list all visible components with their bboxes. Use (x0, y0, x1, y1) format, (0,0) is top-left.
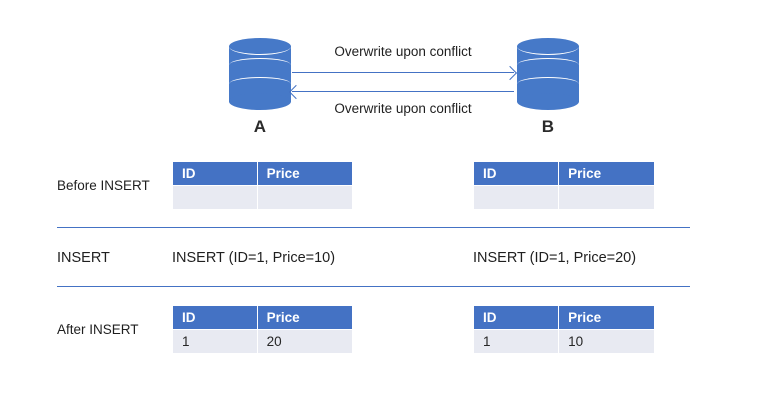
database-node-b-label: B (541, 117, 555, 136)
row-label-after-insert: After INSERT (57, 322, 139, 337)
column-header-price: Price (256, 305, 354, 330)
cylinder-band-two (229, 77, 291, 91)
row-label-before-insert: Before INSERT (57, 178, 150, 193)
table-row (172, 185, 354, 210)
insert-statement-b: INSERT (ID=1, Price=20) (473, 250, 637, 266)
arrow-head-left-icon (288, 84, 304, 100)
cylinder-band-two (517, 77, 579, 91)
cylinder-bottom-ellipse (517, 93, 579, 110)
table-header-row: ID Price (472, 305, 655, 330)
arrow-label-a-to-b: Overwrite upon conflict (334, 44, 472, 59)
row-label-insert: INSERT (57, 250, 110, 266)
column-header-id: ID (472, 161, 560, 186)
cell-id: 1 (472, 329, 560, 354)
table-before-insert-b: ID Price (472, 161, 655, 210)
cylinder-top-ellipse (229, 38, 291, 55)
table-row (472, 185, 655, 210)
column-header-id: ID (172, 305, 258, 330)
table-before-insert-a: ID Price (172, 161, 354, 210)
cylinder-bottom-ellipse (229, 93, 291, 110)
arrow-line-b-to-a (292, 91, 514, 92)
cylinder-top-ellipse (517, 38, 579, 55)
column-header-price: Price (256, 161, 354, 186)
cell-id: 1 (172, 329, 258, 354)
column-header-price: Price (558, 305, 655, 330)
insert-statement-a: INSERT (ID=1, Price=10) (172, 250, 336, 266)
cylinder-body (517, 46, 579, 102)
cell-price: 20 (256, 329, 354, 354)
table-row: 1 20 (172, 329, 354, 354)
replication-arrows: Overwrite upon conflict Overwrite upon c… (288, 44, 518, 116)
arrow-line-a-to-b (292, 72, 514, 73)
table-row: 1 10 (472, 329, 655, 354)
table-after-insert-a: ID Price 1 20 (172, 305, 354, 354)
column-header-id: ID (172, 161, 258, 186)
table-header-row: ID Price (472, 161, 655, 186)
cell-id (172, 185, 258, 210)
cylinder-body (229, 46, 291, 102)
cylinder-band-one (229, 58, 291, 72)
table-header-row: ID Price (172, 161, 354, 186)
table-after-insert-b: ID Price 1 10 (472, 305, 655, 354)
database-cylinder-icon (517, 38, 579, 110)
divider-before-insert (57, 227, 690, 229)
column-header-price: Price (558, 161, 655, 186)
table-header-row: ID Price (172, 305, 354, 330)
arrow-label-b-to-a: Overwrite upon conflict (334, 101, 472, 116)
cell-price (256, 185, 354, 210)
divider-insert-after (57, 286, 690, 288)
database-node-a: A (215, 38, 305, 137)
column-header-id: ID (472, 305, 560, 330)
database-node-a-label: A (253, 117, 267, 136)
database-cylinder-icon (229, 38, 291, 110)
database-node-b: B (503, 38, 593, 137)
cell-price (558, 185, 655, 210)
cell-price: 10 (558, 329, 655, 354)
cell-id (472, 185, 560, 210)
cylinder-band-one (517, 58, 579, 72)
